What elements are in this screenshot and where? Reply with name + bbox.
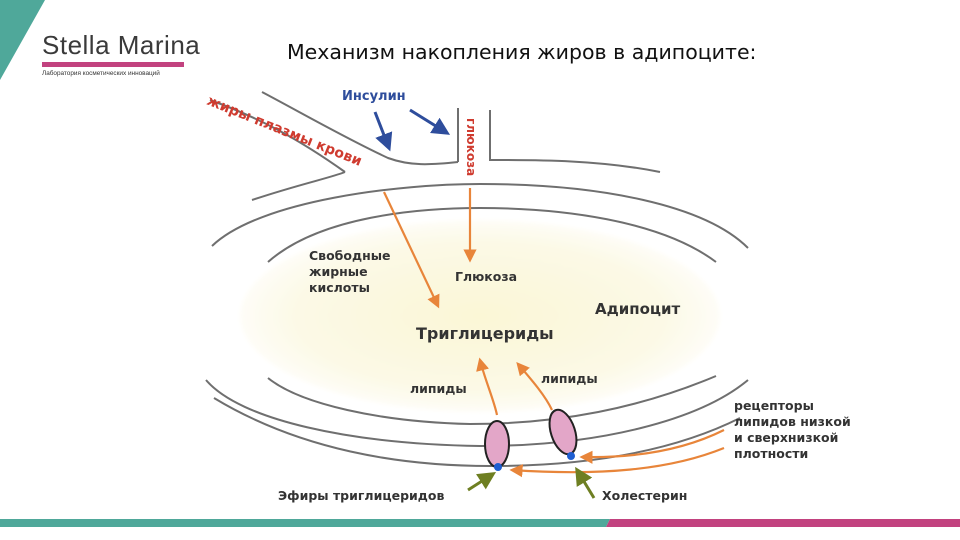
insulin-arrow-right — [409, 108, 451, 135]
receptors-label: рецепторы липидов низкой и сверхнизкой п… — [734, 398, 855, 461]
cell-cytoplasm — [240, 220, 720, 412]
free-fatty-acids-line-1: Свободные — [309, 248, 391, 263]
receptors-line-4: плотности — [734, 446, 808, 461]
esters-arrow — [467, 472, 497, 492]
receptor-flow-arrow-lower — [509, 446, 725, 478]
lipids-right-arrow — [516, 361, 553, 411]
plasma-channel — [209, 91, 661, 201]
receptor-left — [484, 420, 510, 471]
glucose-label: Глюкоза — [455, 269, 517, 284]
adipocyte-label: Адипоцит — [595, 300, 681, 318]
receptors-line-1: рецепторы — [734, 398, 814, 413]
fatty-acids-arrow — [383, 191, 440, 309]
receptors-line-2: липидов низкой — [734, 414, 851, 429]
logo-underline — [42, 62, 184, 67]
receptors-line-3: и сверхнизкой — [734, 430, 838, 445]
cholesterol-arrow — [575, 466, 596, 499]
triglycerides-label: Триглицериды — [416, 324, 554, 343]
free-fatty-acids-line-2: жирные — [309, 264, 368, 279]
lipids-right-label: липиды — [541, 371, 598, 386]
receptor-flow-arrow-upper — [579, 429, 725, 464]
free-fatty-acids-line-3: кислоты — [309, 280, 370, 295]
receptor-right — [548, 408, 578, 460]
insulin-arrow-left — [373, 111, 393, 152]
insulin-label: Инсулин — [342, 89, 406, 104]
glucose-vertical-label: глюкоза — [464, 118, 478, 176]
logo-name: Stella Marina — [42, 30, 201, 60]
lipids-left-label: липиды — [410, 381, 467, 396]
lipids-left-arrow — [476, 357, 499, 416]
cell-membranes — [205, 182, 749, 468]
triglyceride-esters-label: Эфиры триглицеридов — [278, 488, 444, 503]
free-fatty-acids-label: Свободные жирные кислоты — [309, 248, 395, 295]
logo-tagline: Лаборатория косметических инноваций — [42, 70, 160, 77]
slide-title: Механизм накопления жиров в адипоците: — [287, 40, 757, 64]
cholesterol-label: Холестерин — [602, 488, 687, 503]
